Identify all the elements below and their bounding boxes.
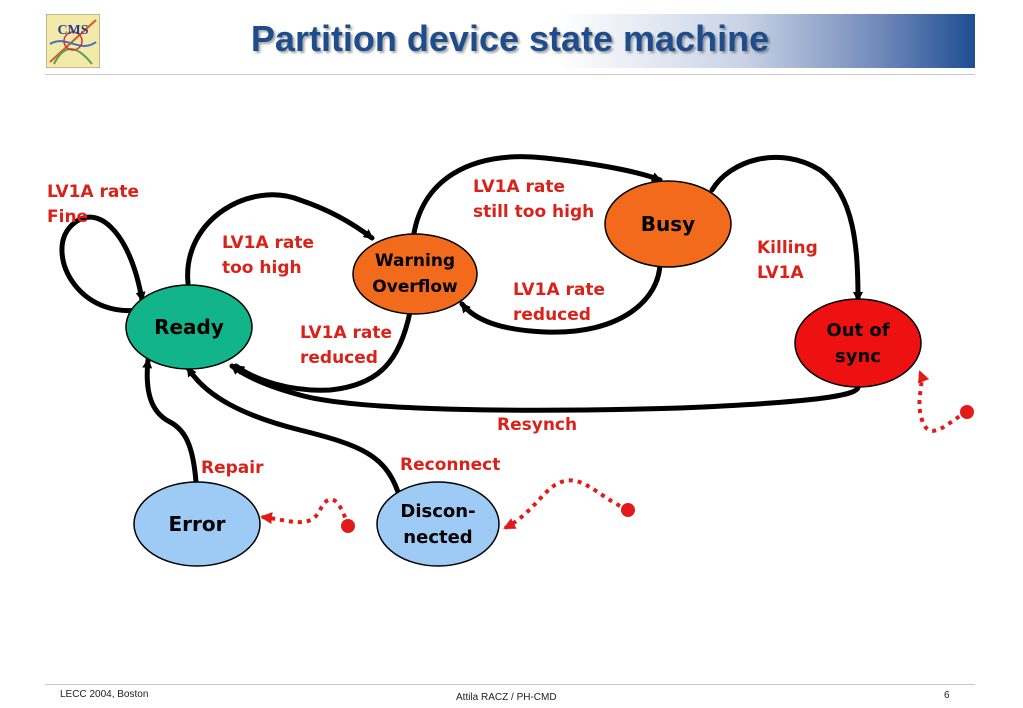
footer-page-number: 6 [944, 690, 950, 701]
state-outofsync-label-2: sync [835, 346, 881, 367]
state-ready-label: Ready [154, 315, 224, 339]
event-to-outofsync [917, 370, 968, 433]
edge-ready-selfloop [59, 214, 153, 313]
state-out-of-sync: Out of sync [794, 298, 922, 388]
state-outofsync-label-1: Out of [826, 320, 889, 341]
edge-busy-to-outofsync [709, 154, 863, 303]
state-busy-label: Busy [641, 212, 695, 236]
label-reduced-warn-1: LV1A rate [300, 323, 392, 343]
label-reduced-busy-2: reduced [513, 305, 591, 325]
state-warning-label-1: Warning [375, 251, 455, 271]
state-warning-shape [352, 233, 478, 315]
state-error-shape [133, 481, 261, 567]
cms-logo-text: CMS [57, 23, 88, 38]
label-killing-1: Killing [757, 238, 818, 258]
footer-event: LECC 2004, Boston [60, 689, 149, 700]
edge-disconnected-to-ready [185, 365, 401, 495]
footer-divider [45, 684, 975, 685]
edge-ready-to-warning [185, 192, 375, 286]
state-busy-shape [604, 180, 732, 268]
event-dot-outofsync [960, 405, 974, 419]
label-fine-1: LV1A rate [47, 182, 139, 202]
header-bar [45, 14, 975, 68]
state-ready-shape [125, 284, 253, 370]
label-reconnect: Reconnect [400, 455, 500, 475]
event-dot-error [341, 519, 355, 533]
label-reduced-busy-1: LV1A rate [513, 280, 605, 300]
state-busy: Busy [604, 180, 732, 268]
label-stilltoohigh-1: LV1A rate [473, 177, 565, 197]
label-killing-2: LV1A [757, 263, 804, 283]
edge-warning-to-busy [410, 154, 663, 243]
footer-author: Attila RACZ / PH-CMD [456, 692, 557, 703]
label-toohigh-2: too high [222, 258, 302, 278]
label-stilltoohigh-2: still too high [473, 202, 594, 222]
page-title: Partition device state machine [250, 18, 770, 59]
state-warning-overflow: Warning Overflow [352, 233, 478, 315]
state-disconnected-label-1: Discon- [400, 501, 475, 522]
state-outofsync-shape [794, 298, 922, 388]
event-dot-disconnected [621, 503, 635, 517]
state-disconnected-shape [376, 481, 500, 567]
label-resynch: Resynch [497, 415, 577, 435]
state-error: Error [133, 481, 261, 567]
event-to-error [260, 497, 350, 527]
state-warning-label-2: Overflow [372, 277, 458, 297]
state-disconnected-label-2: nected [403, 527, 472, 548]
edge-busy-to-warning [459, 259, 663, 335]
state-ready: Ready [125, 284, 253, 370]
edge-outofsync-to-ready [229, 363, 861, 413]
label-fine-2: Fine [47, 207, 88, 227]
label-toohigh-1: LV1A rate [222, 233, 314, 253]
state-disconnected: Discon- nected [376, 481, 500, 567]
cms-logo: CMS [46, 14, 100, 68]
state-error-label: Error [169, 512, 226, 536]
header-divider [45, 74, 975, 75]
event-to-disconnected [503, 478, 629, 530]
edge-error-to-ready [142, 357, 199, 485]
label-reduced-warn-2: reduced [300, 348, 378, 368]
label-repair: Repair [201, 458, 264, 478]
